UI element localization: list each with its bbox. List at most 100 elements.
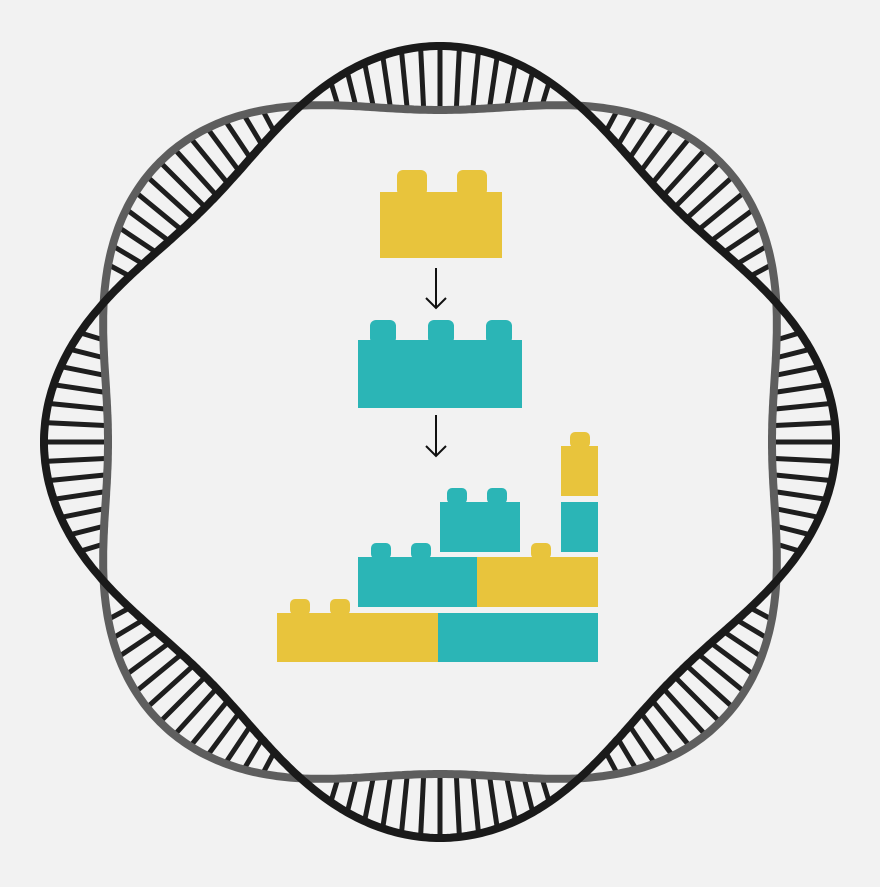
dna-rung xyxy=(53,382,107,395)
dna-rung xyxy=(774,364,820,378)
dna-rung xyxy=(223,119,253,160)
down-arrow-icon xyxy=(425,268,447,310)
yellow-block xyxy=(561,446,598,496)
teal-block xyxy=(358,340,522,408)
dna-rung xyxy=(722,225,763,255)
dna-rung xyxy=(684,174,735,221)
dna-rung xyxy=(380,775,393,829)
dna-rung xyxy=(398,50,410,110)
dna-rung xyxy=(344,777,359,813)
dna-rung xyxy=(521,777,536,813)
dna-rung xyxy=(661,686,708,737)
yellow-block xyxy=(477,557,598,607)
yellow-block xyxy=(277,613,438,662)
dna-rung xyxy=(145,174,196,221)
dna-rung xyxy=(362,776,376,822)
yellow-block xyxy=(380,192,502,258)
dna-rung xyxy=(241,113,265,147)
dna-rung xyxy=(44,420,108,429)
block-stud xyxy=(486,320,512,344)
dna-rung xyxy=(709,640,756,677)
down-arrow-icon xyxy=(425,415,447,458)
teal-block xyxy=(438,557,477,607)
dna-rung xyxy=(117,629,158,659)
dna-rung xyxy=(44,455,108,464)
teal-block xyxy=(561,502,598,552)
dna-rung xyxy=(638,126,675,173)
teal-block xyxy=(440,502,520,552)
dna-rung xyxy=(124,640,171,677)
dna-rung xyxy=(111,617,145,641)
block-stud xyxy=(570,432,590,448)
dna-rung xyxy=(69,523,105,538)
block-stud xyxy=(457,170,487,196)
dna-rung xyxy=(470,50,482,110)
block-stud xyxy=(397,170,427,196)
dna-rung xyxy=(241,737,265,771)
dna-rungs xyxy=(44,46,836,838)
block-stud xyxy=(531,543,551,559)
dna-rung xyxy=(158,674,208,724)
dna-rung xyxy=(362,62,376,108)
dna-rung xyxy=(60,364,106,378)
dna-rung xyxy=(672,160,722,210)
dna-rung xyxy=(223,724,253,765)
block-stud xyxy=(330,599,350,615)
dna-rung xyxy=(380,55,393,109)
dna-rung xyxy=(709,207,756,244)
dna-rung xyxy=(735,617,769,641)
dna-rung xyxy=(418,774,427,838)
dna-rung xyxy=(773,489,827,502)
dna-rung xyxy=(344,71,359,107)
block-stud xyxy=(370,320,396,344)
dna-rung xyxy=(684,663,735,710)
dna-rung xyxy=(722,629,763,659)
dna-rung xyxy=(615,737,639,771)
block-stud xyxy=(487,488,507,504)
dna-rung xyxy=(772,400,832,412)
dna-rung xyxy=(124,207,171,244)
dna-rung xyxy=(661,147,708,198)
dna-rung xyxy=(172,686,219,737)
dna-rung xyxy=(773,382,827,395)
dna-rung xyxy=(188,136,230,186)
dna-rung xyxy=(735,243,769,267)
dna-rung xyxy=(117,225,158,255)
dna-rung xyxy=(111,243,145,267)
dna-rung xyxy=(188,698,230,748)
dna-rung xyxy=(696,190,746,232)
dna-rung xyxy=(145,663,196,710)
dna-rung xyxy=(48,472,108,484)
block-stud xyxy=(428,320,454,344)
dna-rung xyxy=(627,119,657,160)
dna-rung xyxy=(650,136,692,186)
dna-rung xyxy=(696,652,746,694)
dna-rung xyxy=(158,160,208,210)
dna-rung xyxy=(775,346,811,361)
dna-rung xyxy=(672,674,722,724)
dna-rung xyxy=(521,71,536,107)
dna-rung xyxy=(470,774,482,834)
block-stud xyxy=(411,543,431,559)
block-stud xyxy=(290,599,310,615)
dna-rung xyxy=(134,190,184,232)
dna-rung xyxy=(418,46,427,110)
dna-rung xyxy=(775,523,811,538)
teal-block xyxy=(358,557,438,607)
dna-rung xyxy=(487,55,500,109)
dna-rung xyxy=(772,472,832,484)
dna-rung xyxy=(774,506,820,520)
dna-rung xyxy=(772,420,836,429)
lego-blocks xyxy=(277,170,598,662)
dna-rung xyxy=(504,62,518,108)
dna-rung xyxy=(638,711,675,758)
dna-rung xyxy=(398,774,410,834)
block-stud xyxy=(371,543,391,559)
dna-rung xyxy=(772,455,836,464)
dna-rung xyxy=(453,774,462,838)
block-stud xyxy=(447,488,467,504)
dna-strand-dark xyxy=(40,42,840,842)
dna-rung xyxy=(48,400,108,412)
arrows xyxy=(425,268,447,458)
